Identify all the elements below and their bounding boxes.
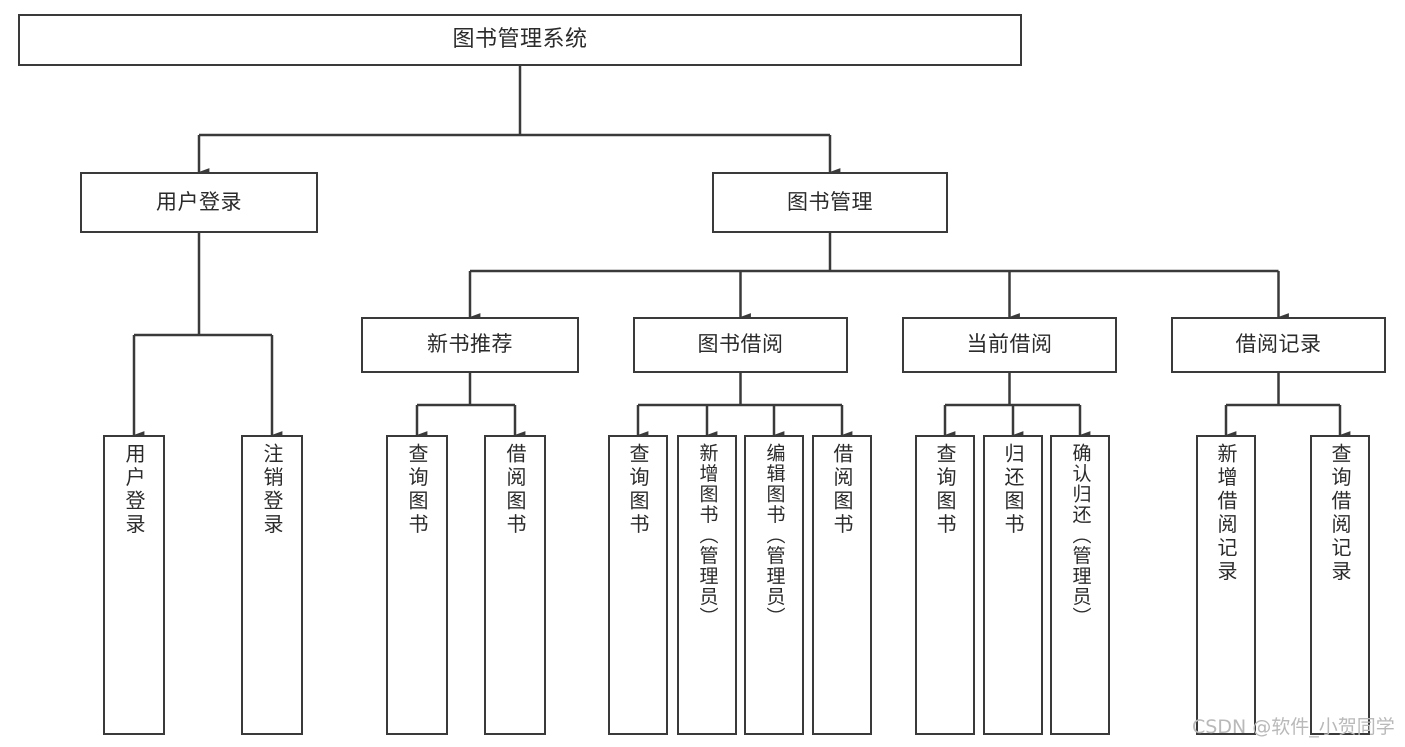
node-label-leaf-cur-query-book: 查询图书 — [933, 443, 957, 537]
node-user-login[interactable]: 用户登录 — [80, 172, 318, 233]
node-leaf-bor-query-book[interactable]: 查询图书 — [608, 435, 668, 735]
node-label-leaf-rec-add-record: 新增借阅记录 — [1214, 443, 1238, 584]
node-book-manage[interactable]: 图书管理 — [712, 172, 948, 233]
node-label-leaf-rec-query-book: 查询图书 — [405, 443, 429, 537]
node-leaf-bor-borrow-book[interactable]: 借阅图书 — [812, 435, 872, 735]
node-label-leaf-bor-query-book: 查询图书 — [626, 443, 650, 537]
node-label-leaf-bor-edit-book: 编辑图书（管理员） — [763, 443, 786, 628]
node-leaf-rec-add-record[interactable]: 新增借阅记录 — [1196, 435, 1256, 735]
node-current-borrow[interactable]: 当前借阅 — [902, 317, 1117, 373]
node-book-borrow[interactable]: 图书借阅 — [633, 317, 848, 373]
node-leaf-rec-query-record[interactable]: 查询借阅记录 — [1310, 435, 1370, 735]
node-label-leaf-user-logout: 注销登录 — [260, 443, 284, 537]
node-label-leaf-rec-query-record: 查询借阅记录 — [1328, 443, 1352, 584]
node-leaf-rec-borrow-book[interactable]: 借阅图书 — [484, 435, 546, 735]
node-label-book-manage: 图书管理 — [787, 189, 873, 214]
node-leaf-cur-query-book[interactable]: 查询图书 — [915, 435, 975, 735]
node-label-root: 图书管理系统 — [452, 26, 588, 52]
node-leaf-bor-add-book[interactable]: 新增图书（管理员） — [677, 435, 737, 735]
node-root[interactable]: 图书管理系统 — [18, 14, 1022, 66]
node-label-leaf-rec-borrow-book: 借阅图书 — [503, 443, 527, 537]
node-label-leaf-user-login: 用户登录 — [122, 443, 146, 537]
node-leaf-cur-return-book[interactable]: 归还图书 — [983, 435, 1043, 735]
node-leaf-bor-edit-book[interactable]: 编辑图书（管理员） — [744, 435, 804, 735]
node-leaf-user-login[interactable]: 用户登录 — [103, 435, 165, 735]
node-label-new-book-rec: 新书推荐 — [427, 332, 513, 357]
node-label-leaf-bor-borrow-book: 借阅图书 — [830, 443, 854, 537]
node-label-book-borrow: 图书借阅 — [697, 332, 784, 357]
node-label-leaf-cur-return-book: 归还图书 — [1001, 443, 1025, 537]
node-leaf-cur-confirm-return[interactable]: 确认归还（管理员） — [1050, 435, 1110, 735]
node-label-user-login: 用户登录 — [156, 189, 242, 214]
node-label-leaf-cur-confirm-return: 确认归还（管理员） — [1069, 443, 1092, 628]
node-label-borrow-record: 借阅记录 — [1235, 332, 1322, 357]
node-label-leaf-bor-add-book: 新增图书（管理员） — [696, 443, 719, 628]
node-label-current-borrow: 当前借阅 — [966, 332, 1053, 357]
node-borrow-record[interactable]: 借阅记录 — [1171, 317, 1386, 373]
node-new-book-rec[interactable]: 新书推荐 — [361, 317, 579, 373]
node-leaf-user-logout[interactable]: 注销登录 — [241, 435, 303, 735]
csdn-watermark: CSDN @软件_小贺同学 — [1192, 716, 1395, 738]
node-leaf-rec-query-book[interactable]: 查询图书 — [386, 435, 448, 735]
